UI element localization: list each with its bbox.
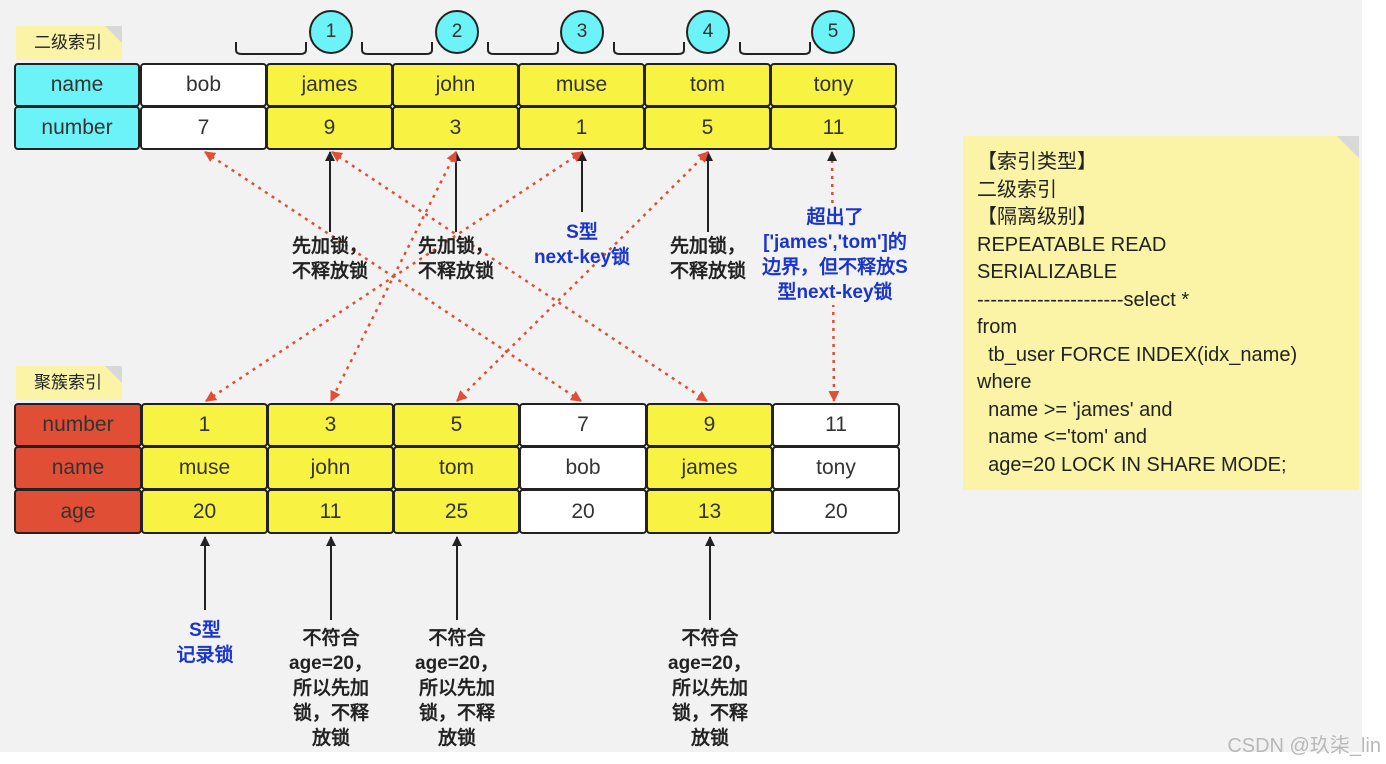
note-line: REPEATABLE READ [977, 233, 1167, 256]
secondary-index-tag-label: 二级索引 [34, 33, 102, 52]
note-line: name <='tom' and [977, 426, 1147, 448]
secondary-cell-name: james [266, 63, 393, 107]
clustered-cell-name: muse [141, 446, 268, 490]
secondary-index-tag: 二级索引 [16, 26, 122, 60]
lookup-arrow [205, 150, 583, 403]
clustered-header-age: age [14, 489, 142, 534]
secondary-cell-number: 1 [518, 106, 645, 150]
secondary-cell-number: 5 [644, 106, 771, 150]
watermark: CSDN @玖柒_lin [1227, 735, 1381, 757]
secondary-cell-name: tony [770, 63, 897, 107]
gap-marker: 1 [309, 10, 353, 54]
note-lines: 【索引类型】 二级索引 【隔离级别】 REPEATABLE READ SERIA… [977, 149, 1359, 479]
tag-fold [105, 366, 122, 383]
note-line: age=20 LOCK IN SHARE MODE; [977, 453, 1287, 476]
gap-braces [235, 42, 811, 55]
gap-brace [235, 42, 307, 55]
clustered-index-tag: 聚簇索引 [16, 366, 122, 400]
note-line: SERIALIZABLE [977, 261, 1118, 283]
diagram-canvas: 二级索引 name number bob 7 james 9 john 3 mu… [0, 0, 1362, 752]
connector-layer [200, 42, 840, 620]
clustered-cell-number: 3 [267, 403, 394, 447]
gap-brace [739, 42, 811, 55]
lookup-arrow [456, 151, 709, 402]
upper-lock-label: 先加锁， 不释放锁 [291, 236, 368, 282]
lower-lock-label: 不符合 age=20， 所以先加 锁，不释 放锁 [415, 628, 499, 749]
secondary-cell-name: john [392, 63, 519, 107]
secondary-cell-number: 7 [140, 106, 267, 150]
note-line: 二级索引 [977, 178, 1057, 201]
secondary-cell-number: 11 [770, 106, 897, 150]
tag-fold [105, 26, 122, 43]
clustered-cell-age: 20 [141, 489, 268, 534]
lookup-arrows [204, 150, 840, 403]
gap-brace [487, 42, 559, 55]
clustered-cell-number: 7 [519, 403, 647, 447]
note-line: tb_user FORCE INDEX(idx_name) [977, 343, 1298, 366]
upper-boundary-label: 超出了 ['james','tom']的 边界，但不释放S 型next-key锁 [753, 205, 917, 305]
lower-lock-label: 不符合 age=20， 所以先加 锁，不释 放锁 [289, 628, 373, 749]
clustered-index-tag-label: 聚簇索引 [34, 373, 102, 392]
upper-lock-label: S型 next-key锁 [533, 222, 631, 268]
gap-marker: 3 [560, 10, 604, 54]
secondary-header-number: number [14, 106, 140, 150]
note-fold [1337, 136, 1359, 158]
upper-lock-label: 先加锁， 不释放锁 [417, 236, 494, 282]
clustered-cell-age: 11 [267, 489, 394, 534]
clustered-cell-age: 25 [393, 489, 520, 534]
upper-lock-label: 先加锁， 不释放锁 [669, 236, 746, 282]
lookup-arrow [331, 150, 708, 403]
gap-marker: 5 [811, 10, 855, 54]
secondary-cell-number: 3 [392, 106, 519, 150]
note-line: ----------------------select * [977, 288, 1190, 311]
lower-arrows [200, 536, 715, 620]
gap-brace [613, 42, 685, 55]
secondary-cell-number: 9 [266, 106, 393, 150]
note-line: where [977, 371, 1032, 393]
secondary-cell-name: muse [518, 63, 645, 107]
clustered-cell-number: 1 [141, 403, 268, 447]
clustered-cell-age: 13 [646, 489, 773, 534]
note-line: 【隔离级别】 [977, 206, 1097, 228]
sql-note: 【索引类型】 二级索引 【隔离级别】 REPEATABLE READ SERIA… [963, 136, 1359, 490]
clustered-cell-number: 11 [772, 403, 900, 447]
gap-marker: 2 [435, 10, 479, 54]
lower-lock-label: 不符合 age=20， 所以先加 锁，不释 放锁 [668, 628, 752, 749]
clustered-cell-age: 20 [772, 489, 900, 534]
lookup-arrow [827, 151, 840, 403]
note-line: from [977, 316, 1017, 338]
gap-brace [361, 42, 433, 55]
note-line: 【索引类型】 [977, 151, 1097, 173]
gap-marker: 4 [686, 10, 730, 54]
lower-lock-label: S型 记录锁 [176, 620, 234, 666]
note-line: name >= 'james' and [977, 398, 1173, 421]
